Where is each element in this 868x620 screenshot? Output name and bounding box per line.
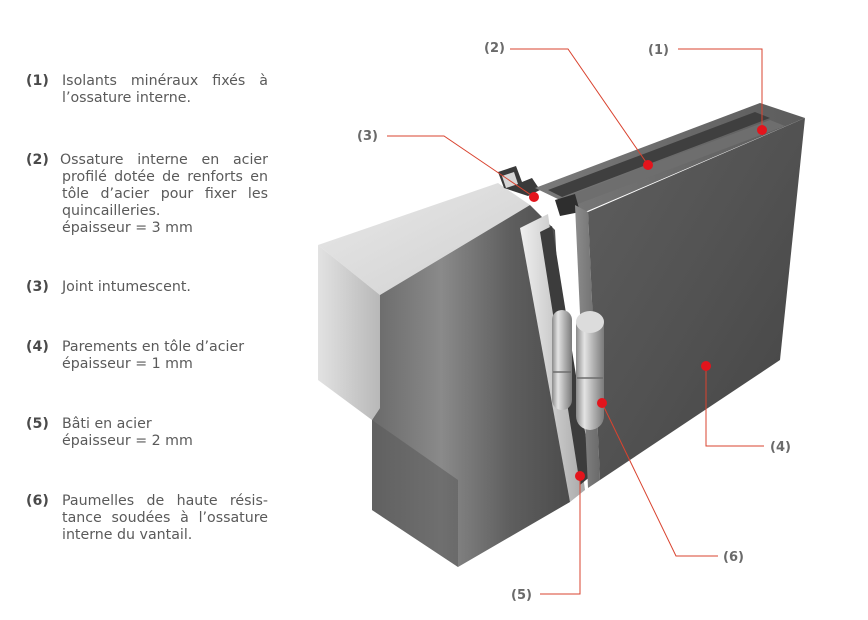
callout-line-3	[387, 135, 535, 198]
legend-item-6: (6) Paumelles de haute résis­tance soudé…	[26, 493, 268, 544]
frame-left-side	[318, 245, 380, 420]
legend-subtext: épaisseur = 3 mm	[62, 220, 193, 236]
legend-number: (3)	[26, 279, 49, 295]
callout-label-2: (2)	[484, 41, 505, 56]
door-top-notch	[555, 194, 580, 216]
legend-text: Isolants minéraux fixés à l’ossature int…	[62, 73, 268, 106]
legend-text: Ossature interne en acier profilé dotée …	[60, 152, 268, 219]
legend-text: Bâti en acier	[62, 416, 152, 432]
legend-item-2: (2) Ossature interne en acier profilé do…	[26, 152, 268, 237]
callout-line-4	[705, 366, 764, 447]
callout-dot-4	[701, 361, 711, 371]
legend-item-5: (5) Bâti en acier épaisseur = 2 mm	[26, 416, 268, 450]
legend-number: (5)	[26, 416, 49, 432]
callout-label-6: (6)	[723, 550, 744, 565]
callout-lines	[387, 48, 764, 595]
hinge-assembly	[552, 310, 604, 430]
hinge-knuckle-back	[552, 310, 572, 410]
callout-line-6	[601, 402, 718, 557]
callout-dot-3	[529, 192, 539, 202]
legend-item-1: (1) Isolants minéraux fixés à l’ossature…	[26, 73, 268, 107]
frame-top-face	[318, 183, 530, 295]
callout-label-4: (4)	[770, 440, 791, 455]
callout-dot-2	[643, 160, 653, 170]
callout-dot-1	[757, 125, 767, 135]
legend-item-3: (3) Joint intumescent.	[26, 279, 268, 296]
frame-lower-shade	[372, 420, 458, 567]
legend-number: (4)	[26, 339, 49, 355]
door-insulation	[562, 120, 785, 205]
legend-number: (1)	[26, 73, 49, 89]
callout-dot-5	[575, 471, 585, 481]
legend-number: (2)	[26, 152, 49, 168]
callout-dot-6	[597, 398, 607, 408]
callout-line-2	[510, 48, 649, 166]
legend-subtext: épaisseur = 2 mm	[62, 433, 193, 449]
callout-line-1	[678, 48, 763, 130]
callout-label-1: (1)	[648, 43, 669, 58]
legend-number: (6)	[26, 493, 49, 509]
frame-block	[318, 183, 570, 567]
door-top-channel	[548, 112, 770, 197]
callout-label-5: (5)	[511, 588, 532, 603]
hinge-knuckle-front	[576, 312, 604, 430]
callout-line-5	[540, 476, 581, 595]
legend-text: Parements en tôle d’acier	[62, 339, 245, 355]
frame-profile-top-section	[498, 166, 540, 196]
callout-dots	[529, 125, 767, 481]
callout-label-3: (3)	[357, 129, 378, 144]
hinge-cap	[576, 311, 604, 333]
legend-subtext: épaisseur = 1 mm	[62, 356, 193, 372]
legend-item-4: (4) Parements en tôle d’acier épaisseur …	[26, 339, 268, 373]
legend-text: Joint intumescent.	[62, 279, 191, 295]
door-front-face	[588, 118, 805, 480]
legend-text: Paumelles de haute résis­tance soudées à…	[62, 493, 268, 543]
